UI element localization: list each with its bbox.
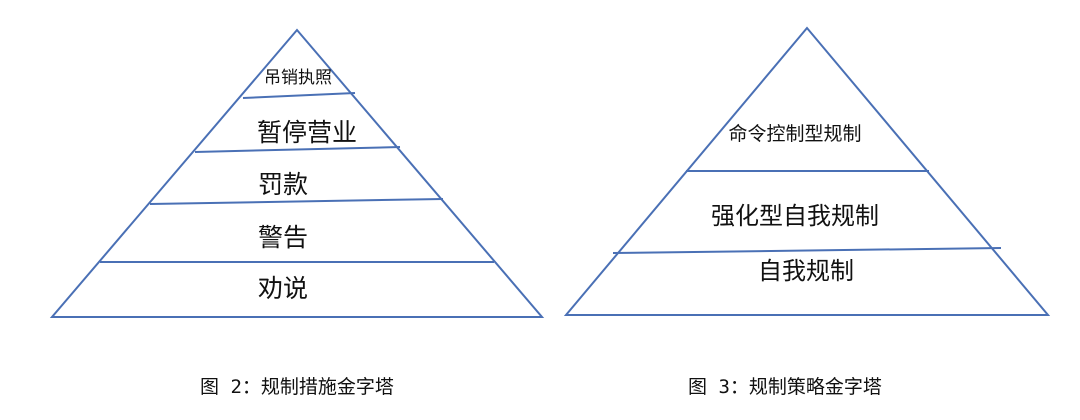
pyramid-measures-layer-2: 暂停营业 — [257, 118, 357, 147]
figure-3-caption: 图 3：规制策略金字塔 — [688, 376, 882, 398]
pyramid-measures-divider — [149, 198, 444, 205]
pyramid-measures-divider — [242, 92, 356, 99]
pyramid-measures-outline — [49, 28, 545, 318]
figure-2-caption: 图 2：规制措施金字塔 — [200, 376, 394, 398]
pyramid-measures: 吊销执照 暂停营业 罚款 警告 劝说 图 2：规制措施金字塔 — [49, 28, 545, 398]
pyramid-strategy-layer-3: 自我规制 — [758, 257, 854, 285]
pyramid-strategy: 命令控制型规制 强化型自我规制 自我规制 图 3：规制策略金字塔 — [563, 26, 1051, 398]
pyramid-measures-layer-3: 罚款 — [258, 170, 308, 199]
pyramid-measures-layer-1: 吊销执照 — [264, 68, 332, 88]
pyramid-strategy-divider — [612, 247, 1002, 254]
pyramid-measures-divider — [194, 146, 401, 153]
pyramid-strategy-layer-1: 命令控制型规制 — [728, 123, 861, 145]
pyramid-measures-layer-4: 警告 — [258, 223, 308, 252]
pyramid-strategy-layer-2: 强化型自我规制 — [711, 202, 879, 230]
pyramid-measures-layer-5: 劝说 — [258, 274, 308, 303]
